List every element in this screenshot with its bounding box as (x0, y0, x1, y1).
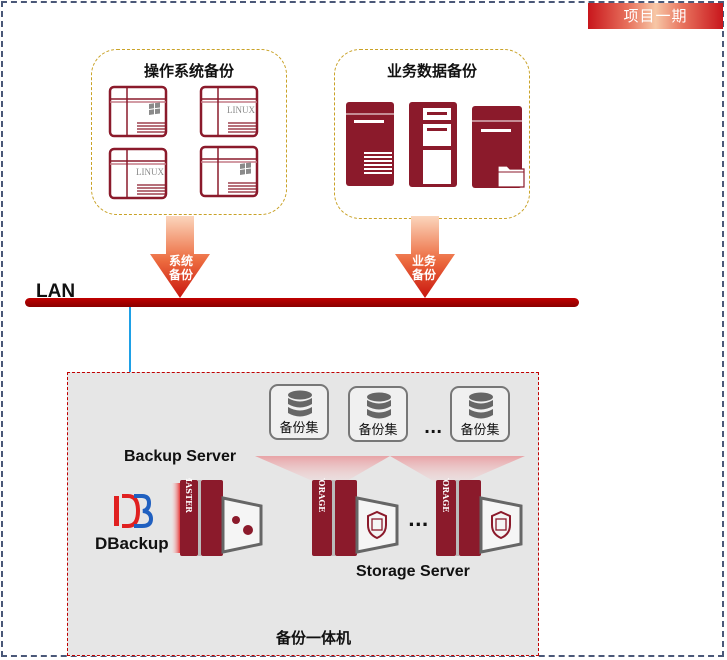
windows-logo-icon (240, 162, 251, 175)
linux-server-icon: LINUX (199, 85, 259, 138)
svg-text:LINUX: LINUX (136, 167, 164, 177)
backup-set-card: 备份集 (269, 384, 329, 440)
document-server-icon (346, 102, 394, 186)
master-server-icon: MASTER (170, 478, 263, 556)
database-server-icon (409, 102, 457, 187)
backup-set-label: 备份集 (358, 423, 398, 438)
folder-icon (497, 165, 525, 188)
storage-ellipsis: ... (408, 510, 429, 531)
storage-server-label: Storage Server (356, 563, 470, 580)
backup-set-ellipsis: ... (424, 418, 443, 437)
shield-icon (491, 510, 511, 540)
master-label: MASTER (184, 478, 194, 513)
backup-set-label: 备份集 (279, 421, 319, 436)
data-backup-title: 业务数据备份 (386, 62, 477, 80)
gear-icon (232, 516, 253, 535)
lan-connection-line (129, 307, 131, 379)
arrow-label-line2: 备份 (168, 268, 193, 282)
storage-label: STORAGE (317, 478, 327, 512)
backup-set-card: 备份集 (348, 386, 408, 442)
backup-server-label: Backup Server (124, 448, 237, 465)
linux-server-icon: LINUX (108, 147, 168, 200)
arrow-label-line2: 备份 (411, 268, 436, 282)
windows-server-icon (108, 85, 168, 138)
storage-label: STORAGE (441, 478, 451, 512)
database-icon (469, 392, 493, 419)
file-server-icon (472, 106, 525, 188)
data-backup-arrow-label: 业务 备份 (405, 254, 443, 282)
data-servers (346, 102, 525, 188)
shield-icon (367, 510, 387, 540)
windows-logo-icon (149, 102, 160, 115)
database-icon (288, 390, 312, 417)
database-icon (367, 392, 391, 419)
arrow-label-line1: 系统 (168, 254, 193, 268)
os-backup-arrow-label: 系统 备份 (162, 254, 200, 282)
backup-set-card: 备份集 (450, 386, 510, 442)
storage-funnel-highlight (255, 456, 525, 482)
lan-bus (25, 298, 579, 307)
svg-text:LINUX: LINUX (227, 105, 255, 115)
storage-server-icon: STORAGE (436, 478, 523, 556)
appliance-title: 备份一体机 (276, 629, 352, 647)
lan-label: LAN (36, 281, 76, 302)
storage-server-icon: STORAGE (312, 478, 399, 556)
windows-server-icon (199, 145, 259, 198)
os-backup-arrow (150, 216, 210, 298)
dbackup-logo-icon (114, 494, 154, 528)
arrow-label-line1: 业务 (411, 254, 436, 268)
data-backup-arrow (395, 216, 455, 298)
os-servers: LINUX LINUX (108, 85, 259, 200)
project-phase-tag: 项目一期 (588, 3, 723, 29)
backup-set-label: 备份集 (460, 423, 500, 438)
dbackup-logo-text: DBackup (95, 534, 169, 553)
os-backup-title: 操作系统备份 (143, 62, 234, 80)
